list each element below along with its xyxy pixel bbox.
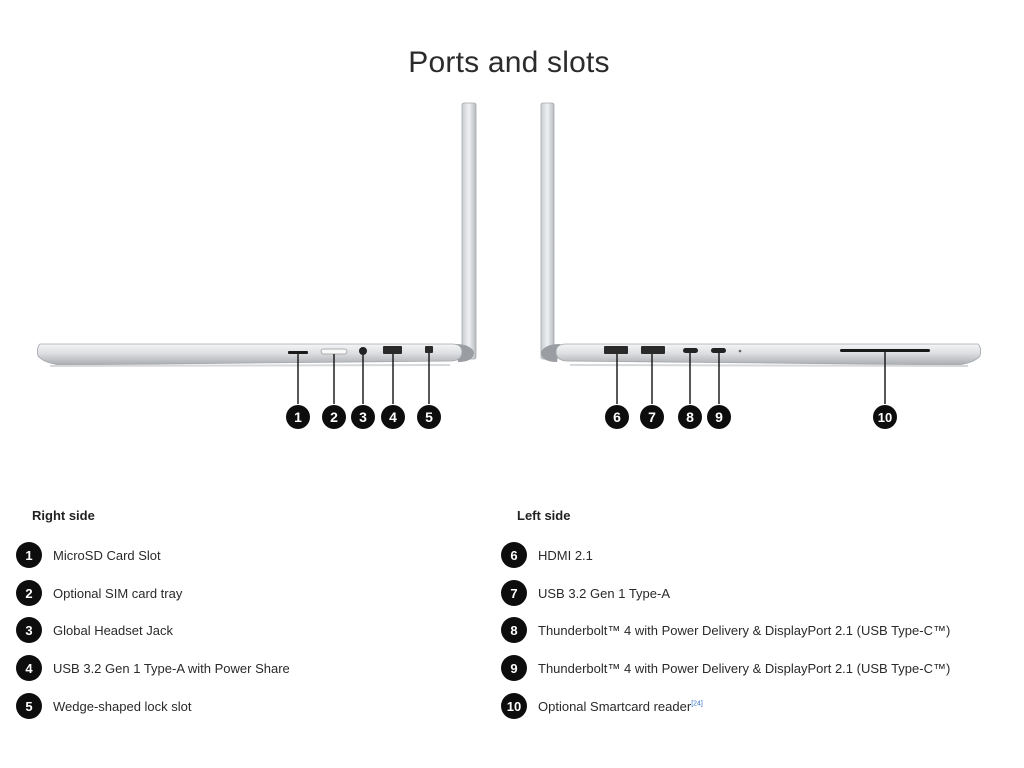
laptop-right-side-view <box>36 102 477 367</box>
microsd-slot-port <box>288 351 308 354</box>
number-badge: 8 <box>501 617 527 643</box>
laptop-left-side-view <box>540 102 982 367</box>
headset-jack-port <box>359 347 367 355</box>
sim-tray-port <box>320 348 348 355</box>
marker-4: 4 <box>381 405 405 429</box>
marker-3: 3 <box>351 405 375 429</box>
ports-diagram: 1 2 3 4 5 6 7 8 9 10 <box>36 102 982 429</box>
list-item: 6 HDMI 2.1 <box>501 541 593 569</box>
marker-6-label: 6 <box>613 409 621 425</box>
list-item: 2 Optional SIM card tray <box>16 579 182 607</box>
list-item-label-text: Optional Smartcard reader <box>538 698 692 714</box>
right-side-heading: Right side <box>32 508 95 523</box>
number-badge: 9 <box>501 655 527 681</box>
marker-6: 6 <box>605 405 629 429</box>
number-badge: 4 <box>16 655 42 681</box>
list-item-label: Optional SIM card tray <box>53 585 183 601</box>
list-item-label: Global Headset Jack <box>53 622 173 638</box>
list-item-label: HDMI 2.1 <box>538 547 593 563</box>
marker-1: 1 <box>286 405 310 429</box>
list-item-label: Wedge-shaped lock slot <box>53 698 192 714</box>
list-item-label: Thunderbolt™ 4 with Power Delivery & Dis… <box>538 622 951 638</box>
number-badge: 10 <box>501 693 527 719</box>
number-badge: 3 <box>16 617 42 643</box>
thunderbolt-port-2 <box>711 348 726 353</box>
usb-a-port <box>641 346 665 354</box>
list-item: 4 USB 3.2 Gen 1 Type-A with Power Share <box>16 654 290 682</box>
marker-2: 2 <box>322 405 346 429</box>
list-item: 8 Thunderbolt™ 4 with Power Delivery & D… <box>501 616 950 644</box>
marker-8: 8 <box>678 405 702 429</box>
list-item-label: Thunderbolt™ 4 with Power Delivery & Dis… <box>538 660 951 676</box>
list-item: 9 Thunderbolt™ 4 with Power Delivery & D… <box>501 654 950 682</box>
marker-9-label: 9 <box>715 409 723 425</box>
left-side-heading: Left side <box>517 508 571 523</box>
marker-5-label: 5 <box>425 409 433 425</box>
marker-3-label: 3 <box>359 409 367 425</box>
marker-8-label: 8 <box>686 409 694 425</box>
marker-10-label: 10 <box>878 410 892 425</box>
list-item: 1 MicroSD Card Slot <box>16 541 161 569</box>
list-item: 7 USB 3.2 Gen 1 Type-A <box>501 579 670 607</box>
smartcard-slot-port <box>840 349 930 352</box>
list-item: 10 Optional Smartcard reader[24] <box>501 692 703 720</box>
list-item: 5 Wedge-shaped lock slot <box>16 692 192 720</box>
page-title: Ports and slots <box>408 46 610 79</box>
marker-5: 5 <box>417 405 441 429</box>
marker-7: 7 <box>640 405 664 429</box>
lock-slot-port <box>425 346 433 353</box>
hdmi-port <box>604 346 628 354</box>
status-led <box>738 349 742 353</box>
laptop-left-hinge <box>541 344 560 362</box>
list-item-label: MicroSD Card Slot <box>53 547 161 563</box>
marker-1-label: 1 <box>294 409 302 425</box>
number-badge: 1 <box>16 542 42 568</box>
number-badge: 7 <box>501 580 527 606</box>
list-item-label: USB 3.2 Gen 1 Type-A <box>538 585 670 601</box>
marker-7-label: 7 <box>648 409 656 425</box>
footnote-link[interactable]: [24] <box>691 700 703 708</box>
thunderbolt-port-1 <box>683 348 698 353</box>
marker-10: 10 <box>873 405 897 429</box>
number-badge: 5 <box>16 693 42 719</box>
number-badge: 6 <box>501 542 527 568</box>
marker-9: 9 <box>707 405 731 429</box>
list-item-label: Optional Smartcard reader[24] <box>538 699 703 714</box>
usb-a-powershare-port <box>383 346 402 354</box>
marker-4-label: 4 <box>389 409 397 425</box>
marker-2-label: 2 <box>330 409 338 425</box>
number-badge: 2 <box>16 580 42 606</box>
list-item-label: USB 3.2 Gen 1 Type-A with Power Share <box>53 660 290 676</box>
leader-lines <box>297 352 886 404</box>
laptop-left-lid <box>540 102 555 360</box>
list-item: 3 Global Headset Jack <box>16 616 173 644</box>
laptop-right-base <box>36 343 463 366</box>
laptop-right-lid <box>461 102 477 360</box>
